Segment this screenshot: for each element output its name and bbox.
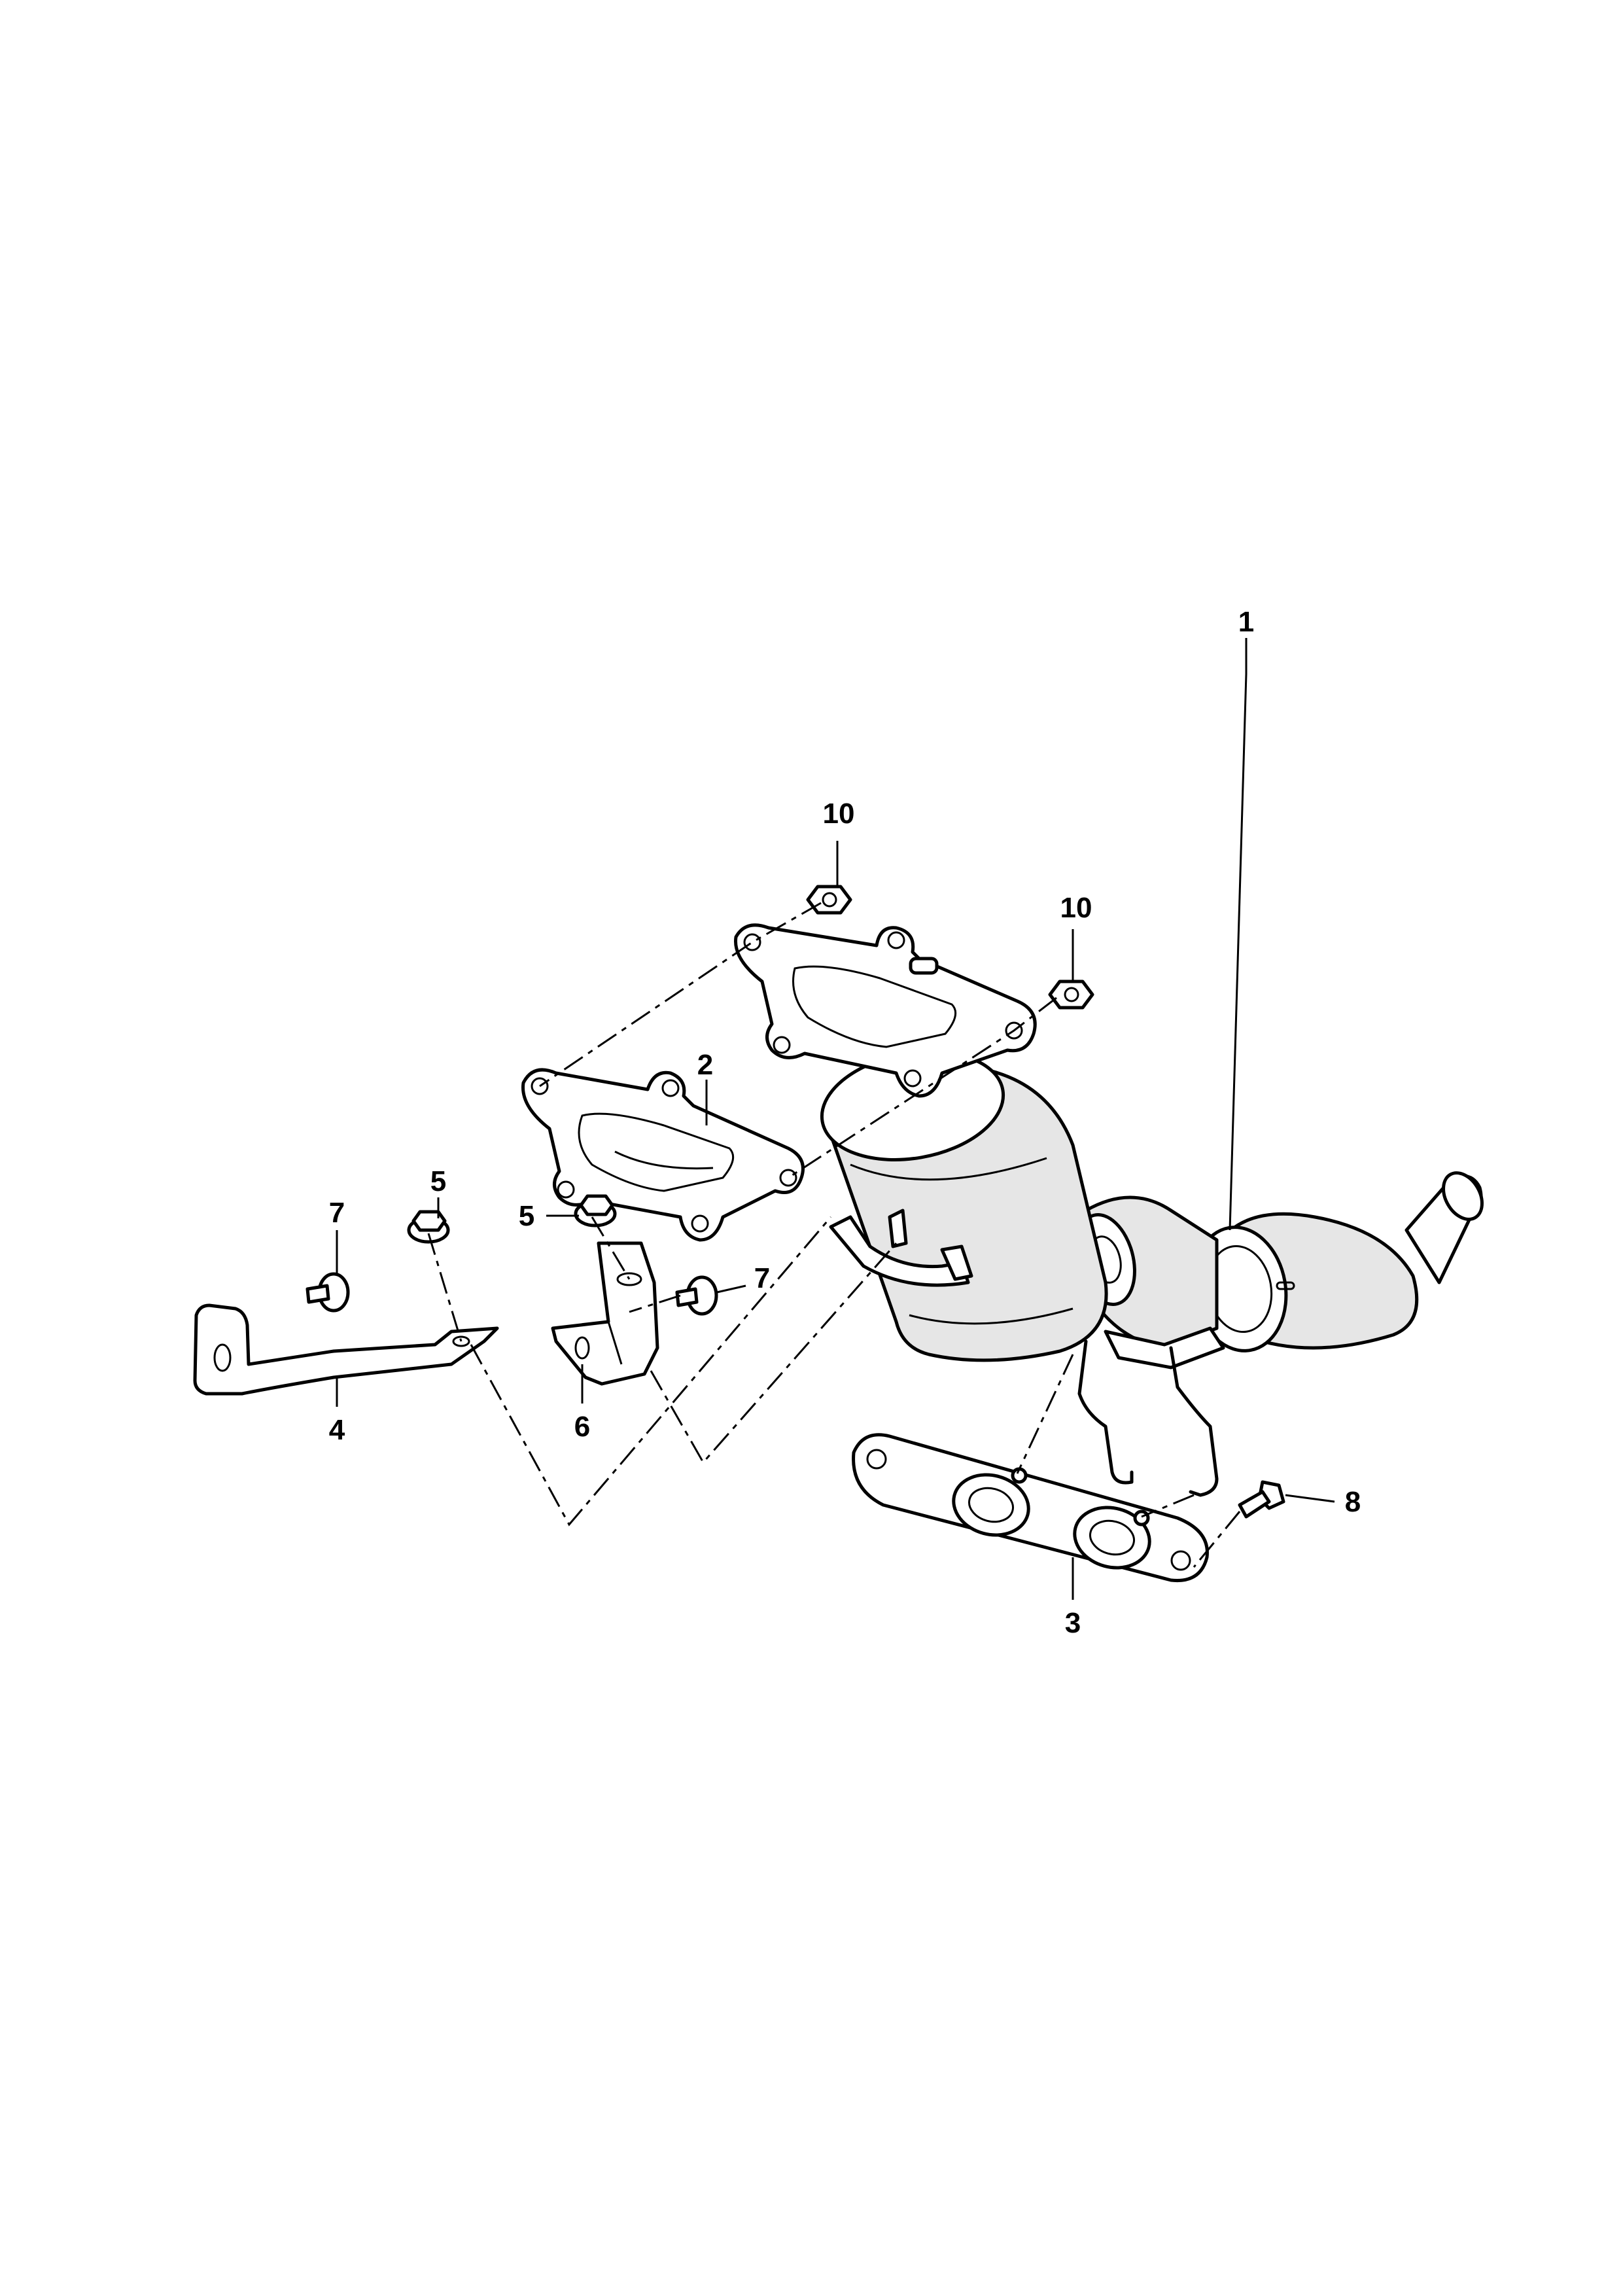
- callout-5-left: 5: [430, 1165, 446, 1197]
- callout-5-center: 5: [519, 1200, 534, 1232]
- leader-lines: [336, 638, 1335, 1600]
- callout-labels: 1 2 3 4 5 5 6 7 7 8 10 10: [329, 606, 1361, 1639]
- hex-nut-10-top: [806, 885, 852, 915]
- callout-10-right: 10: [1060, 892, 1092, 924]
- manifold-flange: [734, 923, 1037, 1098]
- gasket: [521, 1068, 805, 1242]
- callout-1: 1: [1238, 606, 1254, 638]
- callout-7-left: 7: [329, 1197, 345, 1229]
- bolt-7-left: [305, 1272, 350, 1313]
- mounting-plate: [852, 1339, 1219, 1583]
- flange-nut-5-left: [407, 1210, 450, 1244]
- hex-nut-10-right: [1048, 980, 1094, 1010]
- assembly-lines: [427, 902, 1241, 1568]
- callout-2: 2: [697, 1049, 713, 1081]
- flange-nut-5-center: [574, 1194, 617, 1227]
- catalytic-converter-assembly: [820, 1050, 1484, 1369]
- callout-6: 6: [574, 1411, 590, 1443]
- bolt-7-center: [675, 1275, 718, 1316]
- callout-8: 8: [1345, 1486, 1361, 1518]
- callout-7-center: 7: [754, 1262, 770, 1294]
- long-support-bracket: [193, 1303, 499, 1396]
- callout-10-top: 10: [823, 798, 855, 830]
- callout-3: 3: [1065, 1607, 1081, 1639]
- bolt-8: [1238, 1480, 1285, 1519]
- small-bracket: [551, 1241, 659, 1386]
- callout-4: 4: [329, 1414, 345, 1446]
